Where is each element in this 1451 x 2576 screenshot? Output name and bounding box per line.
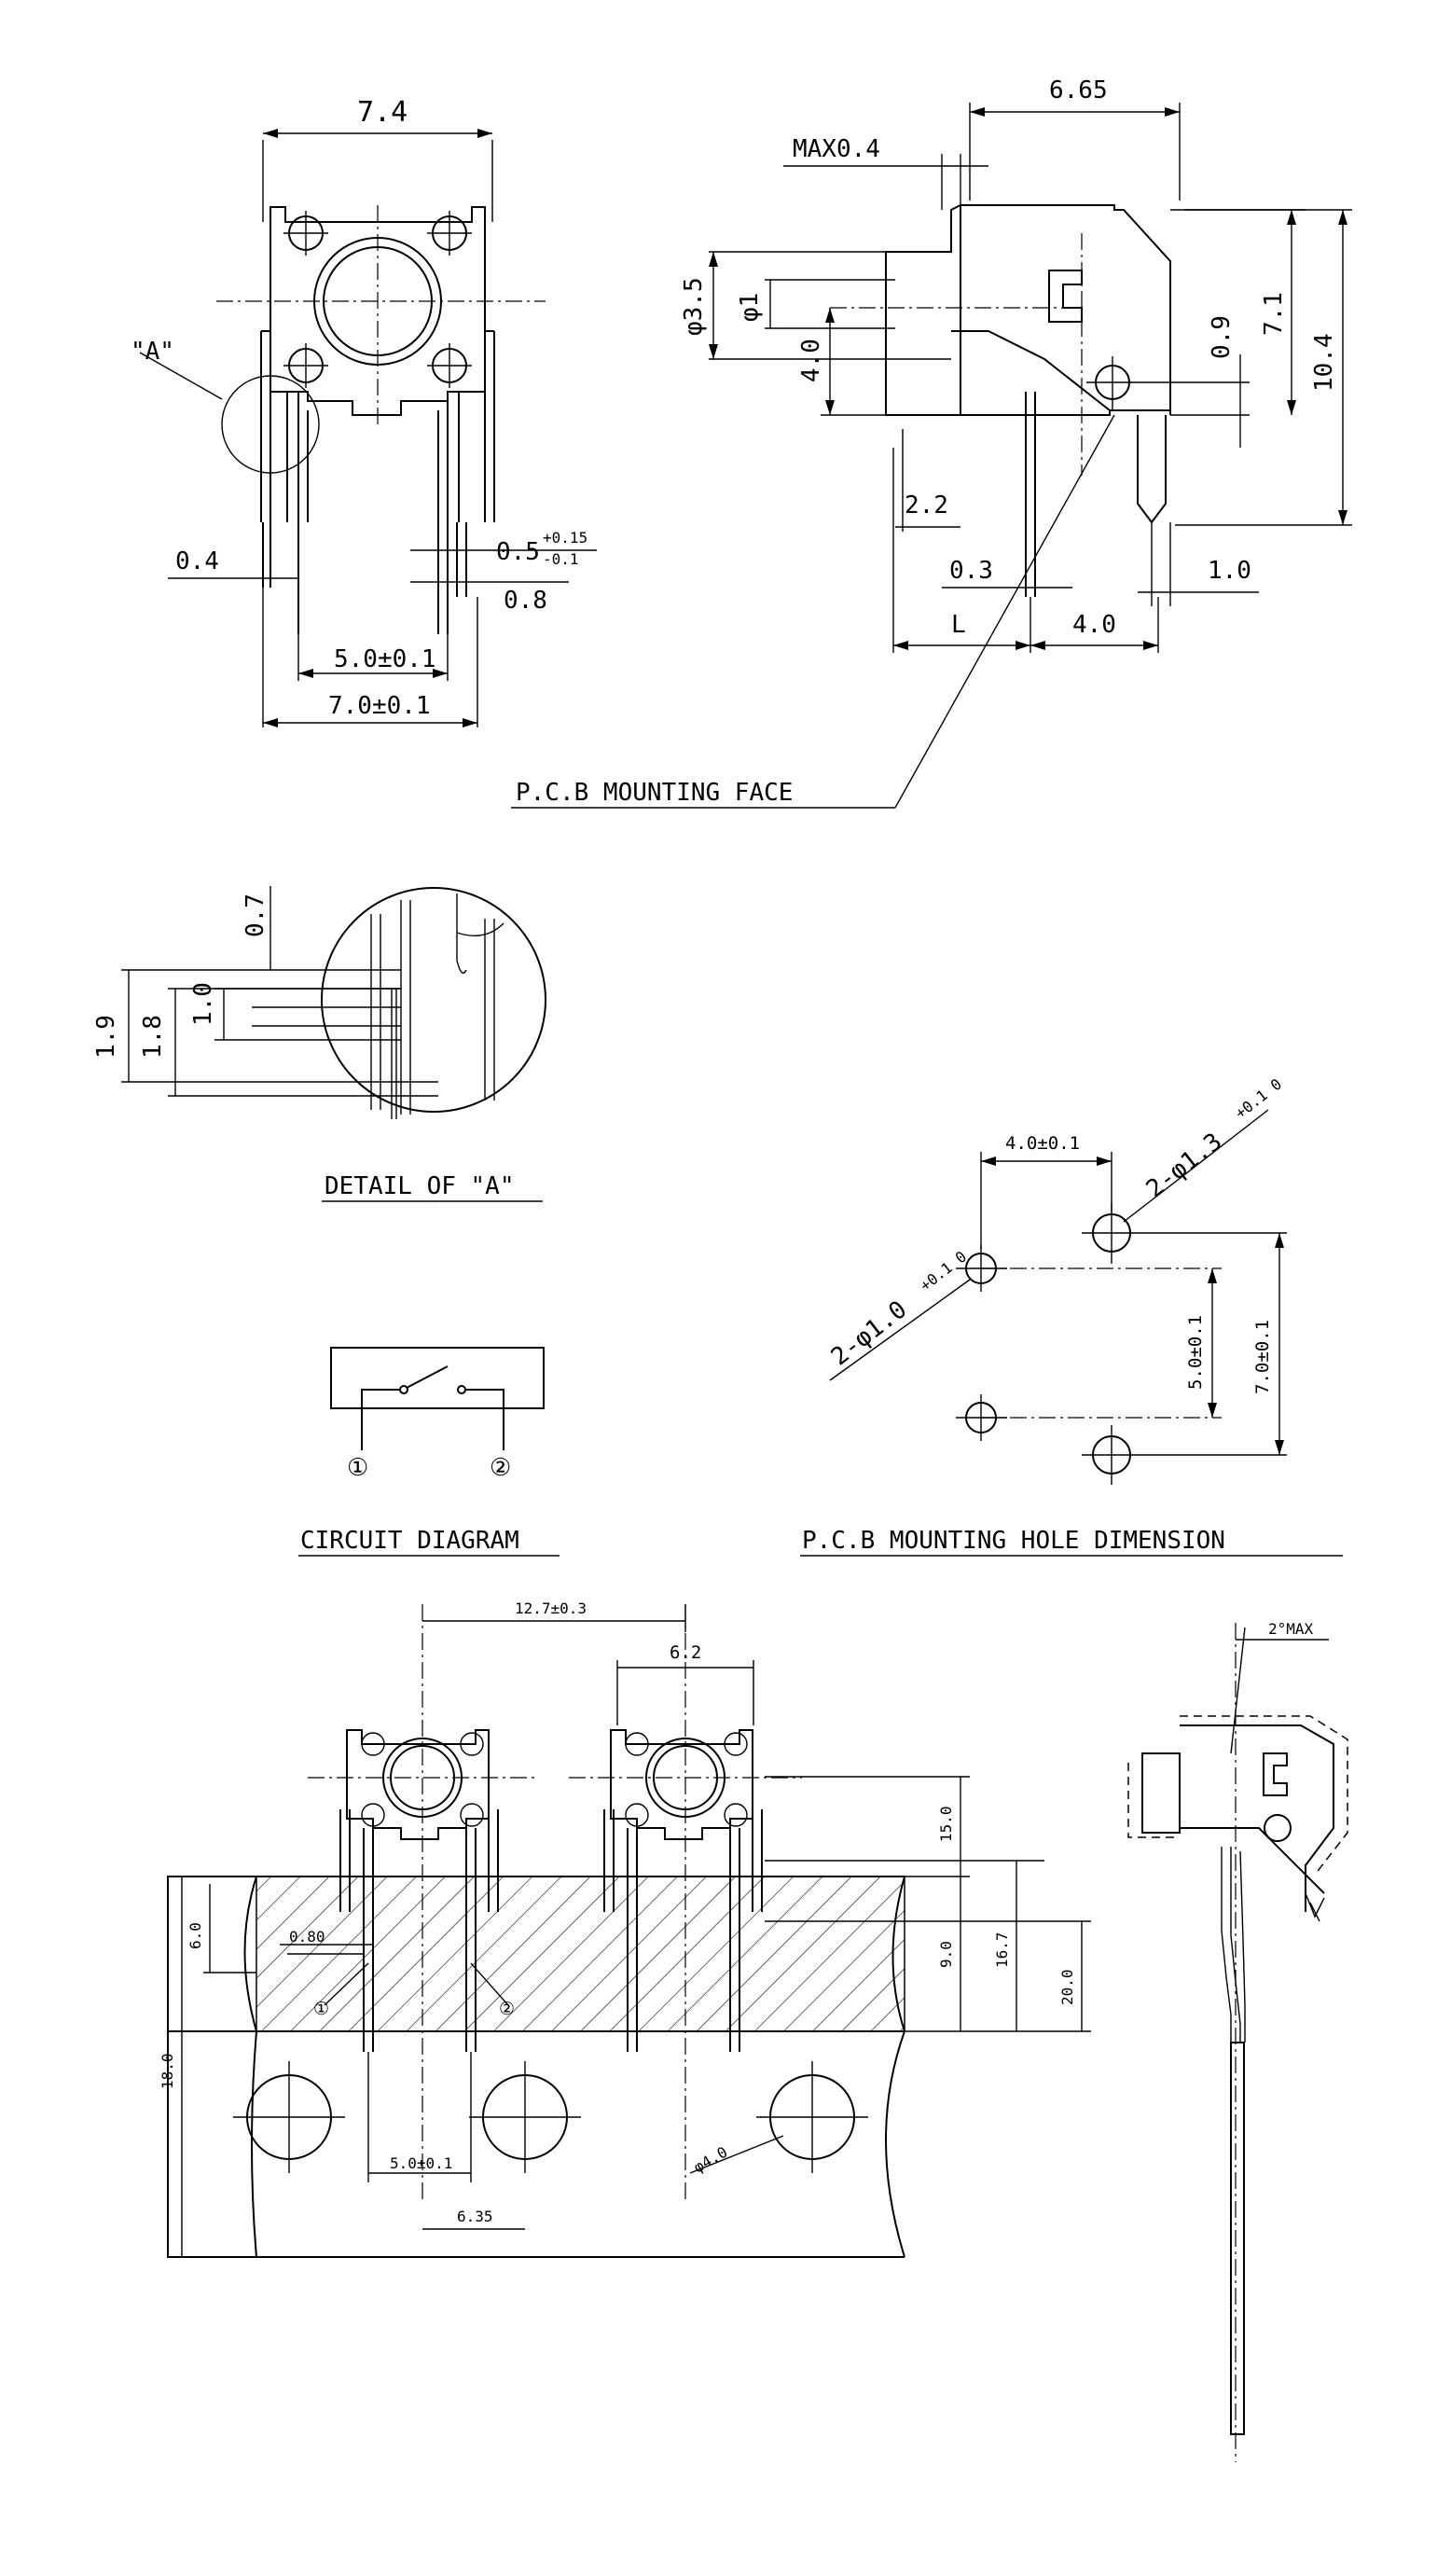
hole-label-1.3: 2-φ1.3 [1141, 1128, 1227, 1203]
side-view: 6.65 MAX0.4 φ3.5 φ1 4.0 0.9 7.1 [511, 76, 1352, 809]
detail-dim-1.0: 1.0 [189, 982, 217, 1026]
hole-label-1.0: 2-φ1.0 [826, 1295, 912, 1371]
side-view-body [885, 204, 1171, 416]
dim-phi-3.5: φ3.5 [680, 277, 708, 336]
tape-dim-phi-4.0: φ4.0 [691, 2143, 731, 2177]
dim-0.3: 0.3 [949, 557, 993, 585]
dim-2.2: 2.2 [905, 492, 948, 519]
circuit-title: CIRCUIT DIAGRAM [300, 1527, 519, 1555]
hole-dim-5.0: 5.0±0.1 [1185, 1315, 1206, 1390]
tape-side-view: 2°MAX [1127, 1620, 1348, 2462]
dim-0.4: 0.4 [175, 547, 219, 575]
tape-dim-6.0: 6.0 [187, 1922, 204, 1949]
tape-outline [167, 1876, 258, 2258]
tape-dim-9.0: 9.0 [937, 1941, 955, 1968]
tape-dim-20.0: 20.0 [1058, 1969, 1076, 2005]
detail-a: 0.7 1.9 1.8 1.0 DETAIL OF "A" [92, 886, 546, 1202]
dim-10.4: 10.4 [1310, 333, 1338, 392]
tape-dim-6.2: 6.2 [670, 1642, 701, 1663]
dim-0.5-plus: +0.15 [543, 529, 587, 547]
dim-L: L [951, 611, 966, 639]
dim-5.0: 5.0±0.1 [334, 645, 436, 673]
pcb-holes: 4.0±0.1 2-φ1.3 +0.1 0 2-φ1.0 +0.1 0 5.0±… [800, 1075, 1343, 1557]
dim-4.0-horiz: 4.0 [1072, 611, 1116, 639]
tape-pin-2: ② [499, 1999, 515, 2019]
detail-dim-1.9: 1.9 [92, 1015, 120, 1059]
dim-4.0-vert: 4.0 [797, 339, 825, 382]
circuit-pin-2: ② [490, 1454, 511, 1482]
dim-0.8: 0.8 [504, 587, 547, 615]
circuit-pin-1: ① [347, 1454, 368, 1482]
dim-0.5-minus: -0.1 [543, 550, 579, 568]
pcb-mounting-face-label: P.C.B MOUNTING FACE [516, 779, 793, 807]
dim-max0.4: MAX0.4 [793, 135, 880, 163]
tape-dim-15.0: 15.0 [937, 1806, 955, 1842]
tape-dim-5.0: 5.0±0.1 [390, 2154, 452, 2172]
holes-title: P.C.B MOUNTING HOLE DIMENSION [802, 1527, 1225, 1555]
hole-label-1.3-tol: +0.1 0 [1232, 1075, 1285, 1123]
hole-dim-4.0: 4.0±0.1 [1005, 1133, 1080, 1154]
dim-1.0: 1.0 [1208, 557, 1251, 585]
tape-pin-1: ① [313, 1999, 329, 2019]
dim-7.1: 7.1 [1260, 292, 1288, 336]
tape-dim-0.80: 0.80 [289, 1928, 325, 1946]
detail-dim-1.8: 1.8 [139, 1015, 167, 1059]
tape-dim-18.0: 18.0 [159, 2053, 176, 2089]
tape-view: 12.7±0.3 6.2 0.80 ① ② 15.0 16.7 20.0 9.0… [159, 1600, 1091, 2258]
dim-phi-1: φ1 [736, 293, 764, 322]
hole-dim-7.0: 7.0±0.1 [1252, 1320, 1273, 1394]
tape-switch-2 [569, 1729, 802, 2052]
dim-0.5: 0.5 [496, 538, 540, 566]
dim-6.65: 6.65 [1049, 76, 1108, 104]
tape-angle-2-max: 2°MAX [1268, 1620, 1314, 1638]
tape-dim-12.7: 12.7±0.3 [515, 1600, 587, 1617]
detail-a-callout: "A" [131, 338, 174, 366]
dim-0.9: 0.9 [1208, 315, 1236, 359]
circuit-diagram: ① ② CIRCUIT DIAGRAM [298, 1347, 560, 1557]
tape-dim-16.7: 16.7 [993, 1932, 1011, 1968]
dim-7.4: 7.4 [357, 96, 408, 129]
hole-label-1.0-tol: +0.1 0 [917, 1248, 970, 1295]
detail-dim-0.7: 0.7 [242, 893, 269, 937]
dim-7.0: 7.0±0.1 [328, 692, 431, 720]
detail-a-title: DETAIL OF "A" [325, 1172, 515, 1200]
tape-dim-6.35: 6.35 [457, 2208, 493, 2225]
front-view: "A" 7.4 0.4 0.5 +0.15 -0.1 0.8 5.0±0.1 7… [131, 96, 597, 727]
